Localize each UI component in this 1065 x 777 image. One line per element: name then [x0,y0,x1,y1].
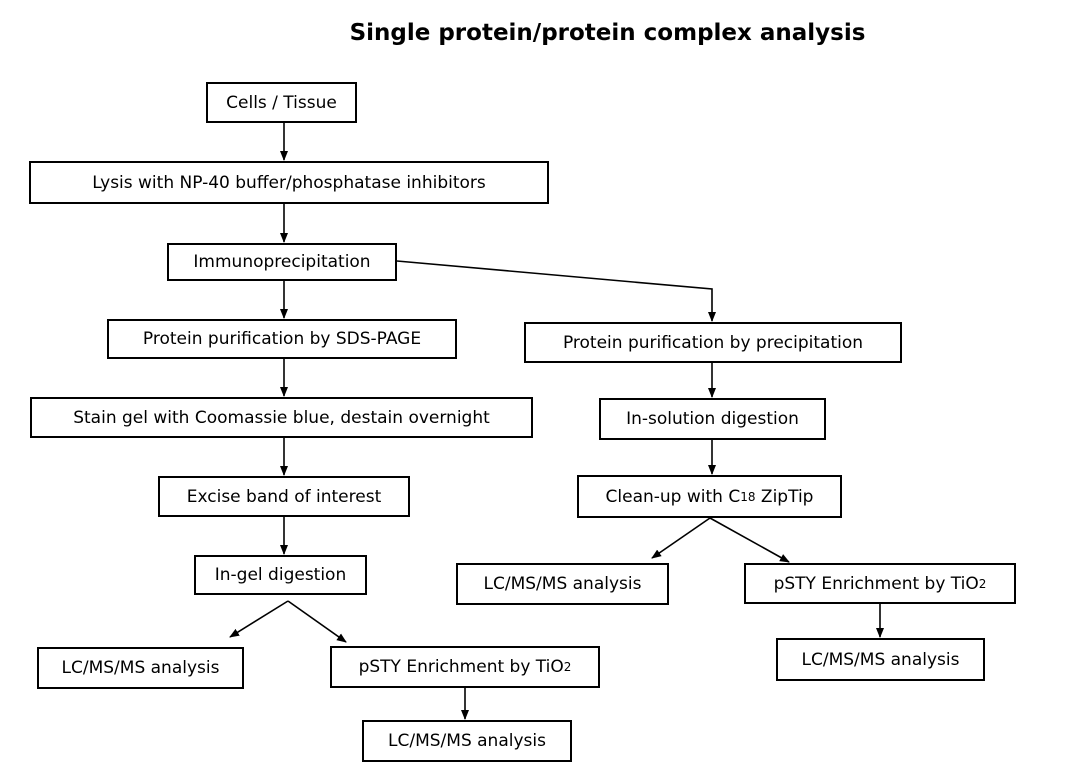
node-lcms-left: LC/MS/MS analysis [37,647,244,689]
node-precipitation: Protein purification by precipitation [524,322,902,363]
node-stain-gel: Stain gel with Coomassie blue, destain o… [30,397,533,438]
node-in-solution-digestion: In-solution digestion [599,398,826,440]
node-cells-tissue: Cells / Tissue [206,82,357,123]
node-lcms-right: LC/MS/MS analysis [456,563,669,605]
node-lcms-left-bottom: LC/MS/MS analysis [362,720,572,762]
node-lcms-right-bottom: LC/MS/MS analysis [776,638,985,681]
pSTY-left-subscript: 2 [563,660,572,674]
cleanup-text: Clean-up with C [605,486,741,507]
arrow-ip-to-precip [396,260,716,322]
arrow-cleanup-to-pSTY-right [709,517,790,563]
diagram-title: Single protein/protein complex analysis [349,20,866,46]
cleanup-subscript: 18 [740,489,756,504]
pSTY-left-text: pSTY Enrichment by TiO [358,657,564,677]
node-excise-band: Excise band of interest [158,476,410,517]
cleanup-suffix: ZipTip [755,486,814,507]
node-in-gel-digestion: In-gel digestion [194,555,367,595]
node-lysis: Lysis with NP-40 buffer/phosphatase inhi… [29,161,549,204]
arrow-cleanup-to-lcms-right [651,517,711,559]
node-immunoprecipitation: Immunoprecipitation [167,243,397,281]
pSTY-right-text: pSTY Enrichment by TiO [773,573,979,594]
arrow-ingel-to-lcms-left [229,600,289,638]
node-sds-page: Protein purification by SDS-PAGE [107,319,457,359]
pSTY-right-subscript: 2 [978,576,987,591]
arrow-ingel-to-pSTY-left [287,600,347,643]
